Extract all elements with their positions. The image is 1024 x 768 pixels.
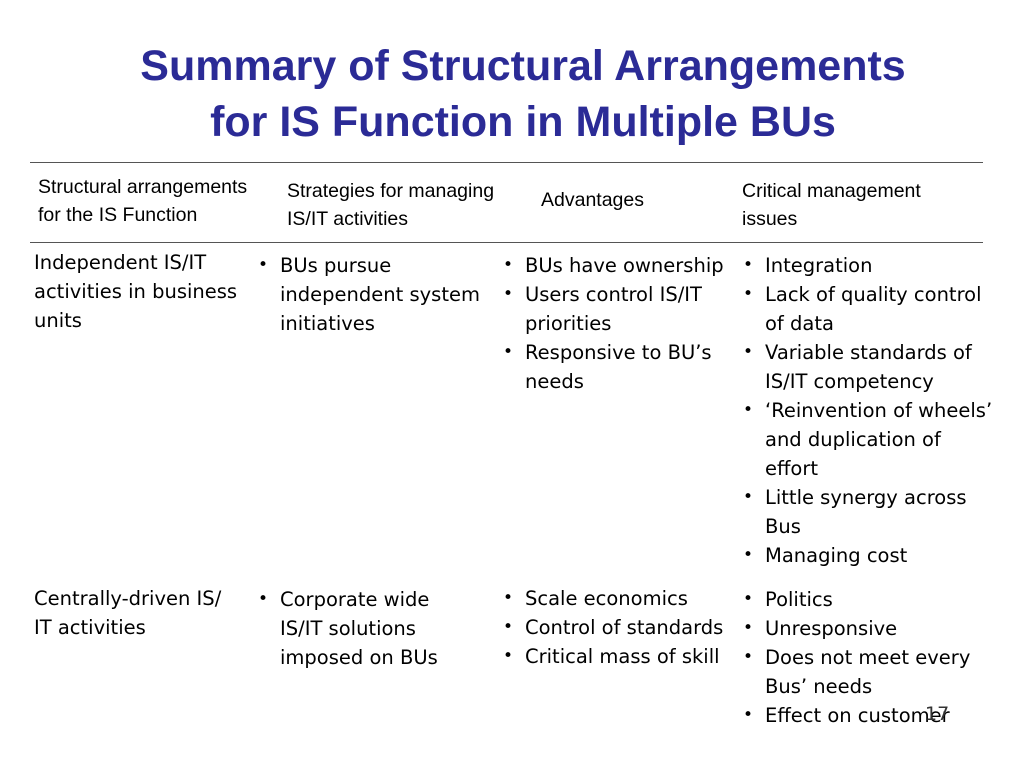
slide-number: 17 <box>925 703 950 725</box>
text-line: activities in business <box>34 280 238 303</box>
row2-issues: Politics Unresponsive Does not meet ever… <box>741 585 970 730</box>
text-line: IS/IT solutions <box>280 617 416 640</box>
bullet-item: Does not meet every Bus’ needs <box>741 643 970 701</box>
header-line: for the IS Function <box>38 204 198 226</box>
text-line: priorities <box>525 312 612 335</box>
text-line: independent system <box>280 283 480 306</box>
text-line: Lack of quality control <box>765 283 982 306</box>
text-line: Unresponsive <box>765 617 898 640</box>
bullet-item: Lack of quality control of data <box>741 280 992 338</box>
header-line: Structural arrangements <box>38 176 248 198</box>
text-line: BUs have ownership <box>525 254 724 277</box>
bullet-item: BUs pursue independent system initiative… <box>256 251 480 338</box>
row1-issues: Integration Lack of quality control of d… <box>741 251 992 570</box>
bullet-item: ‘Reinvention of wheels’ and duplication … <box>741 396 992 483</box>
bullet-item: BUs have ownership <box>501 251 724 280</box>
header-line: IS/IT activities <box>287 208 409 230</box>
header-line: Advantages <box>541 189 644 211</box>
row2-strategies: Corporate wide IS/IT solutions imposed o… <box>256 585 438 672</box>
bullet-item: Scale economics <box>501 584 723 613</box>
table-header-rule <box>30 242 983 243</box>
text-line: Effect on customer <box>765 704 950 727</box>
text-line: ‘Reinvention of wheels’ <box>765 399 993 422</box>
text-line: IS/IT competency <box>765 370 934 393</box>
header-structural-arrangements: Structural arrangements for the IS Funct… <box>38 173 247 229</box>
header-advantages: Advantages <box>541 186 644 214</box>
text-line: Independent IS/IT <box>34 251 207 274</box>
text-line: of data <box>765 312 834 335</box>
bullet-item: Managing cost <box>741 541 992 570</box>
bullet-item: Control of standards <box>501 613 723 642</box>
bullet-item: Integration <box>741 251 992 280</box>
text-line: Corporate wide <box>280 588 430 611</box>
bullet-item: Politics <box>741 585 970 614</box>
text-line: Integration <box>765 254 873 277</box>
text-line: units <box>34 309 82 332</box>
bullet-item: Effect on customer <box>741 701 970 730</box>
header-line: Strategies for managing <box>287 180 495 202</box>
header-strategies: Strategies for managing IS/IT activities <box>287 177 494 233</box>
text-line: Little synergy across <box>765 486 967 509</box>
text-line: needs <box>525 370 584 393</box>
table-top-rule <box>30 162 983 163</box>
slide-title: Summary of Structural Arrangements for I… <box>0 38 1024 150</box>
slide-title-line-1: Summary of Structural Arrangements <box>140 42 906 90</box>
bullet-item: Critical mass of skill <box>501 642 723 671</box>
header-line: issues <box>742 208 798 230</box>
text-line: Variable standards of <box>765 341 972 364</box>
text-line: Politics <box>765 588 833 611</box>
text-line: Control of standards <box>525 616 724 639</box>
row2-advantages: Scale economics Control of standards Cri… <box>501 584 723 671</box>
text-line: BUs pursue <box>280 254 392 277</box>
text-line: Critical mass of skill <box>525 645 720 668</box>
text-line: Does not meet every <box>765 646 971 669</box>
row1-strategies: BUs pursue independent system initiative… <box>256 251 480 338</box>
text-line: Users control IS/IT <box>525 283 702 306</box>
text-line: Scale economics <box>525 587 688 610</box>
text-line: Centrally-driven IS/ <box>34 587 222 610</box>
header-critical-issues: Critical management issues <box>742 177 921 233</box>
bullet-item: Little synergy across Bus <box>741 483 992 541</box>
text-line: Bus <box>765 515 801 538</box>
slide-title-line-2: for IS Function in Multiple BUs <box>210 98 836 146</box>
row1-advantages: BUs have ownership Users control IS/IT p… <box>501 251 724 396</box>
text-line: and duplication of <box>765 428 941 451</box>
text-line: effort <box>765 457 819 480</box>
text-line: Managing cost <box>765 544 908 567</box>
text-line: IT activities <box>34 616 146 639</box>
text-line: Bus’ needs <box>765 675 873 698</box>
text-line: initiatives <box>280 312 375 335</box>
bullet-item: Unresponsive <box>741 614 970 643</box>
bullet-item: Responsive to BU’s needs <box>501 338 724 396</box>
bullet-item: Corporate wide IS/IT solutions imposed o… <box>256 585 438 672</box>
text-line: Responsive to BU’s <box>525 341 712 364</box>
header-line: Critical management <box>742 180 921 202</box>
bullet-item: Users control IS/IT priorities <box>501 280 724 338</box>
row1-arrangement: Independent IS/IT activities in business… <box>34 248 237 335</box>
bullet-item: Variable standards of IS/IT competency <box>741 338 992 396</box>
row2-arrangement: Centrally-driven IS/ IT activities <box>34 584 221 642</box>
text-line: imposed on BUs <box>280 646 438 669</box>
